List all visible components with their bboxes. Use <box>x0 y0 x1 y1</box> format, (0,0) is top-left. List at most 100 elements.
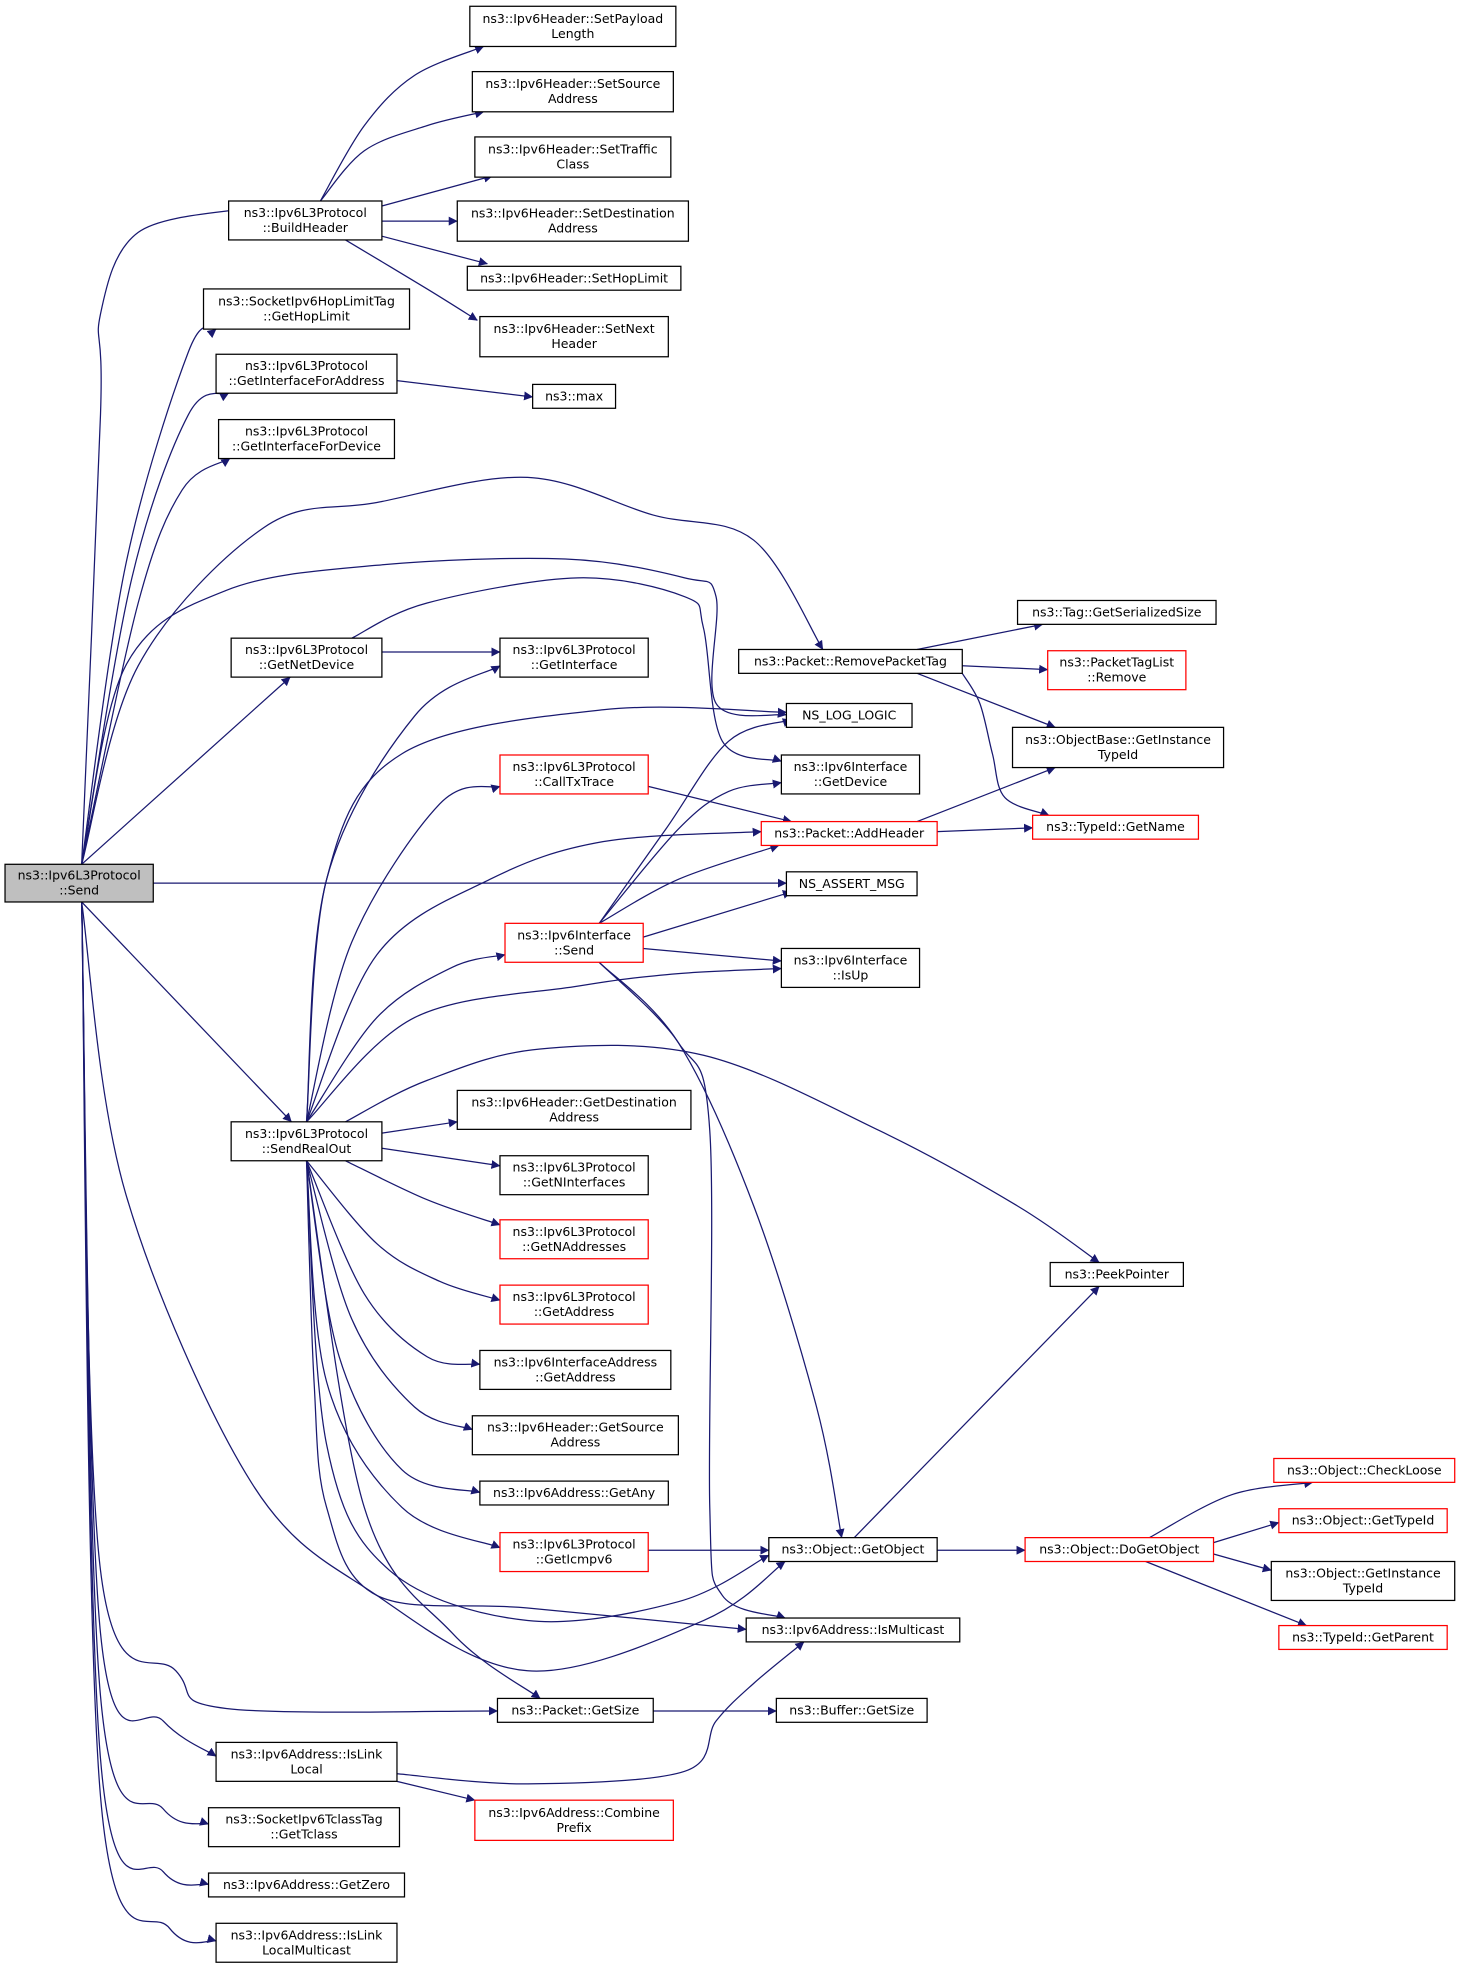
node-label: ::SendRealOut <box>262 1141 352 1156</box>
node-gettclass[interactable]: ns3::SocketIpv6TclassTag::GetTclass <box>207 1807 401 1848</box>
node-ifgetdevice[interactable]: ns3::Ipv6Interface::GetDevice <box>780 754 921 795</box>
node-getnaddresses[interactable]: ns3::Ipv6L3Protocol::GetNAddresses <box>499 1219 649 1260</box>
node-getparent[interactable]: ns3::TypeId::GetParent <box>1278 1624 1448 1651</box>
call-edge-sendrealout-to-getaddress <box>306 1160 501 1302</box>
node-max[interactable]: ns3::max <box>532 383 617 409</box>
node-box <box>474 136 672 178</box>
node-box <box>1270 1560 1456 1602</box>
node-gethoplimit[interactable]: ns3::SocketIpv6HopLimitTag::GetHopLimit <box>202 288 411 330</box>
node-getinterface[interactable]: ns3::Ipv6L3Protocol::GetInterface <box>499 637 649 678</box>
node-calltxtrace[interactable]: ns3::Ipv6L3Protocol::CallTxTrace <box>499 754 649 795</box>
node-addheader[interactable]: ns3::Packet::AddHeader <box>760 820 938 847</box>
call-edge-ifsend-to-getobject <box>598 961 845 1539</box>
node-box <box>768 1537 938 1563</box>
node-label: ns3::Tag::GetSerializedSize <box>1032 604 1202 619</box>
node-label: Address <box>548 221 598 236</box>
function-nodes: ns3::Ipv6L3Protocol::Sendns3::Ipv6L3Prot… <box>4 5 1456 1963</box>
node-label: ns3::Ipv6Header::SetDestination <box>471 206 675 221</box>
node-box <box>760 820 938 847</box>
node-box <box>207 1872 406 1898</box>
node-getifaddr[interactable]: ns3::Ipv6L3Protocol::GetInterfaceForAddr… <box>215 353 398 394</box>
node-sendrealout[interactable]: ns3::Ipv6L3Protocol::SendRealOut <box>230 1121 383 1162</box>
node-label: LocalMulticast <box>262 1942 351 1957</box>
node-dogetobject[interactable]: ns3::Object::DoGetObject <box>1024 1537 1215 1563</box>
node-box <box>499 637 649 678</box>
node-isup[interactable]: ns3::Ipv6Interface::IsUp <box>780 947 921 989</box>
node-ifsend[interactable]: ns3::Ipv6Interface::Send <box>504 922 644 963</box>
node-peekpointer[interactable]: ns3::PeekPointer <box>1049 1261 1184 1288</box>
node-box <box>1273 1457 1456 1483</box>
node-label: ns3::Ipv6Interface <box>517 927 631 942</box>
node-label: ::GetNInterfaces <box>523 1175 626 1190</box>
node-box <box>469 5 677 48</box>
node-loglogic[interactable]: NS_LOG_LOGIC <box>785 702 913 728</box>
node-removetag[interactable]: ns3::Packet::RemovePacketTag <box>738 648 963 674</box>
node-send[interactable]: ns3::Ipv6L3Protocol::Send <box>4 863 154 903</box>
node-label: ns3::max <box>545 388 603 403</box>
node-ifaddrgetaddr[interactable]: ns3::Ipv6InterfaceAddress::GetAddress <box>479 1349 672 1391</box>
node-getnetdev[interactable]: ns3::Ipv6L3Protocol::GetNetDevice <box>230 637 383 678</box>
node-label: Address <box>550 1435 600 1450</box>
call-edge-sendrealout-to-pktgetsize <box>305 1160 541 1699</box>
node-box <box>775 1697 928 1723</box>
call-edge-addheader-to-objbasetypeid <box>916 766 1056 823</box>
node-pktgetsize[interactable]: ns3::Packet::GetSize <box>496 1697 654 1723</box>
node-sethoplimit[interactable]: ns3::Ipv6Header::SetHopLimit <box>466 265 682 291</box>
node-getninterfaces[interactable]: ns3::Ipv6L3Protocol::GetNInterfaces <box>499 1155 649 1196</box>
node-getany[interactable]: ns3::Ipv6Address::GetAny <box>479 1480 669 1506</box>
node-box <box>1049 1261 1184 1288</box>
node-geticmpv6[interactable]: ns3::Ipv6L3Protocol::GetIcmpv6 <box>499 1531 649 1573</box>
call-edge-sendrealout-to-ifaddrgetaddr <box>305 1160 481 1368</box>
node-bufgetsize[interactable]: ns3::Buffer::GetSize <box>775 1697 928 1723</box>
node-label: ::GetAddress <box>534 1304 614 1319</box>
call-edge-getnetdev-to-ifgetdevice <box>351 577 782 763</box>
node-box <box>1024 1537 1215 1563</box>
call-edge-sendrealout-to-getobject <box>305 1160 770 1623</box>
call-edge-dogetobject-to-objinsttypeid <box>1213 1553 1272 1573</box>
call-edge-send-to-getnetdev <box>81 676 291 865</box>
node-box <box>230 637 383 678</box>
node-box <box>499 1155 649 1196</box>
call-edge-sendrealout-to-calltxtrace <box>305 784 501 1122</box>
node-label: ns3::Buffer::GetSize <box>789 1702 914 1717</box>
node-taglistremove[interactable]: ns3::PacketTagList::Remove <box>1047 650 1187 691</box>
call-edge-send-to-getifdev <box>81 457 231 865</box>
node-buildheader[interactable]: ns3::Ipv6L3Protocol::BuildHeader <box>228 200 383 241</box>
node-getifdev[interactable]: ns3::Ipv6L3Protocol::GetInterfaceForDevi… <box>217 418 396 460</box>
node-getzero[interactable]: ns3::Ipv6Address::GetZero <box>207 1872 406 1898</box>
node-box <box>202 288 411 330</box>
node-label: ::GetDevice <box>814 774 888 789</box>
node-label: ns3::Object::GetTypeId <box>1292 1513 1435 1528</box>
node-objgettypeid[interactable]: ns3::Object::GetTypeId <box>1278 1508 1448 1534</box>
node-assertmsg[interactable]: NS_ASSERT_MSG <box>785 871 918 897</box>
node-label: ns3::SocketIpv6HopLimitTag <box>218 294 395 309</box>
node-typeidname[interactable]: ns3::TypeId::GetName <box>1031 814 1200 840</box>
call-edge-send-to-pktgetsize <box>81 901 498 1716</box>
node-label: ns3::Ipv6L3Protocol <box>245 642 368 657</box>
node-label: ns3::Ipv6Header::SetNext <box>494 321 655 336</box>
call-edge-sendrealout-to-addheader <box>305 827 762 1123</box>
node-box <box>780 947 921 989</box>
node-checkloose[interactable]: ns3::Object::CheckLoose <box>1273 1457 1456 1483</box>
node-box <box>780 754 921 795</box>
call-edge-send-to-islinklocal <box>81 901 217 1757</box>
node-getserialsize[interactable]: ns3::Tag::GetSerializedSize <box>1016 599 1217 625</box>
node-label: NS_LOG_LOGIC <box>802 707 897 722</box>
node-getobject[interactable]: ns3::Object::GetObject <box>768 1537 938 1563</box>
call-edge-dogetobject-to-objgettypeid <box>1213 1520 1280 1544</box>
node-ismulticast[interactable]: ns3::Ipv6Address::IsMulticast <box>745 1617 961 1643</box>
node-getaddress[interactable]: ns3::Ipv6L3Protocol::GetAddress <box>499 1284 649 1325</box>
node-box <box>499 1531 649 1573</box>
